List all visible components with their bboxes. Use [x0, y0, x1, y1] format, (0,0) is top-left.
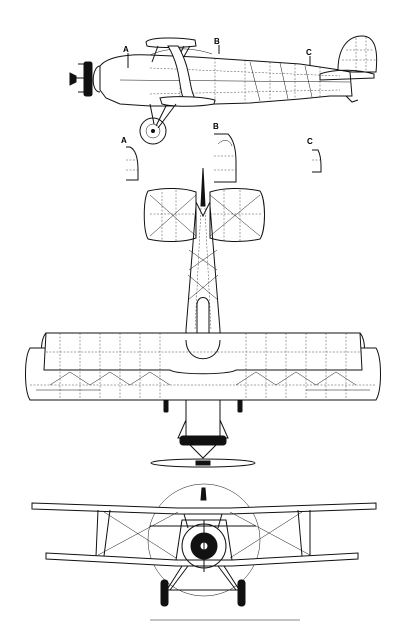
top-tailplane-left: [143, 188, 197, 242]
top-fuselage-bracing: [187, 249, 219, 301]
side-tailplane: [319, 69, 375, 81]
side-tailskid: [345, 95, 359, 103]
top-engine: [179, 435, 227, 446]
side-wheel: [139, 117, 167, 145]
top-wing-spars: [30, 351, 376, 386]
top-upper-wing-front: [43, 332, 363, 375]
side-fuselage: [99, 54, 353, 107]
side-view: A B C: [69, 35, 378, 145]
section-b-outline: [214, 133, 237, 183]
top-tail-cone: [195, 201, 211, 218]
top-rudder: [200, 167, 206, 207]
top-tailplane-right: [209, 188, 265, 242]
section-b-cockpit: [217, 140, 233, 147]
top-wing-bracing: [49, 371, 357, 386]
label-station-a: A: [123, 45, 129, 54]
side-cowl-front: [92, 65, 101, 93]
section-c-outline: [312, 149, 322, 173]
section-a-lines: [126, 159, 138, 171]
label-station-c: C: [306, 48, 312, 57]
top-fuselage-stringers: [194, 207, 212, 331]
side-bracing: [249, 61, 313, 102]
top-wheel-right: [237, 399, 243, 413]
top-center-cutout: [185, 339, 221, 360]
side-fin: [337, 35, 378, 73]
front-wheel-right: [237, 579, 246, 607]
front-interplane-struts: [95, 509, 311, 557]
top-propeller: [150, 458, 256, 468]
top-wing-ribs: [59, 333, 347, 400]
front-view: [31, 483, 377, 607]
side-lower-wing: [159, 96, 216, 107]
front-upper-wing: [31, 502, 377, 515]
side-interplane-strut: [167, 45, 197, 101]
top-tailplane-ribs: [161, 190, 241, 241]
label-section-b: B: [213, 122, 219, 131]
front-wheel-left: [160, 579, 169, 607]
side-upper-wing: [145, 37, 197, 48]
front-fuselage: [175, 519, 233, 561]
section-a-outline: [126, 146, 139, 181]
side-propeller-hub: [69, 72, 77, 86]
label-section-a: A: [121, 136, 127, 145]
front-gear-struts: [167, 565, 239, 591]
side-fin-ribs: [342, 37, 376, 72]
top-propeller-hub: [195, 460, 211, 466]
front-rudder: [200, 487, 207, 501]
top-view: [25, 167, 381, 468]
top-cockpit: [196, 297, 210, 339]
section-b-lines: [214, 155, 236, 171]
label-station-b: B: [214, 37, 220, 46]
cross-sections: A B C: [121, 122, 322, 183]
top-fuselage: [185, 205, 221, 445]
side-gear-legs: [149, 103, 177, 129]
label-section-c: C: [307, 137, 313, 146]
top-spinner: [189, 444, 217, 459]
side-wheel-axle: [151, 129, 155, 133]
side-wheel-hub: [145, 123, 161, 139]
top-tailplane-bracing: [149, 194, 261, 237]
front-flying-wires: [97, 511, 311, 559]
side-longeron: [119, 79, 351, 83]
side-engine: [83, 61, 93, 97]
top-wheel-left: [163, 399, 169, 413]
